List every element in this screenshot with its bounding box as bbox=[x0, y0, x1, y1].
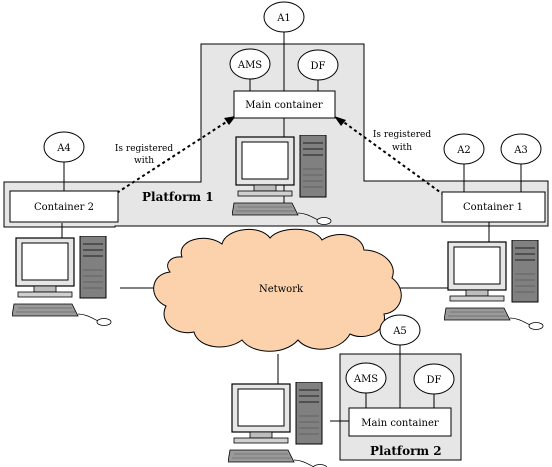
container-1: Container 1 bbox=[441, 191, 546, 223]
platform-1-area bbox=[3, 43, 549, 228]
main-container-top-label: Main container bbox=[245, 100, 323, 111]
agent-df-top-label: DF bbox=[311, 61, 326, 72]
registered-right-line1: Is registered bbox=[373, 130, 431, 140]
computer-bottom-host bbox=[228, 382, 328, 467]
agent-a5: A5 bbox=[379, 314, 421, 346]
network-cloud bbox=[153, 228, 402, 352]
container-2-label: Container 2 bbox=[34, 202, 94, 213]
agent-ams-bottom-label: AMS bbox=[353, 374, 378, 385]
container-2: Container 2 bbox=[9, 190, 119, 223]
agent-df-bottom: DF bbox=[413, 363, 455, 395]
agent-ams-top: AMS bbox=[229, 48, 271, 80]
registered-right-line2: with bbox=[392, 143, 412, 153]
agent-a3: A3 bbox=[500, 133, 542, 165]
registered-left-line1: Is registered bbox=[115, 144, 173, 154]
platform-1-label: Platform 1 bbox=[142, 190, 214, 204]
container-1-label: Container 1 bbox=[463, 202, 523, 213]
computer-right-host bbox=[444, 240, 544, 330]
main-container-bottom-label: Main container bbox=[361, 418, 439, 429]
agent-ams-bottom: AMS bbox=[345, 362, 387, 394]
agent-a1-label: A1 bbox=[276, 13, 291, 24]
main-container-top: Main container bbox=[233, 90, 336, 119]
agent-ams-top-label: AMS bbox=[237, 60, 262, 71]
agent-a1: A1 bbox=[263, 1, 305, 33]
main-container-bottom: Main container bbox=[348, 407, 452, 437]
computer-left-host bbox=[12, 236, 112, 326]
agent-a4: A4 bbox=[43, 131, 85, 163]
agent-a2: A2 bbox=[443, 133, 485, 165]
agent-df-bottom-label: DF bbox=[427, 375, 442, 386]
network-label: Network bbox=[259, 284, 304, 295]
agent-df-top: DF bbox=[297, 49, 339, 81]
registration-arrows bbox=[111, 116, 445, 197]
platform-2-label: Platform 2 bbox=[370, 444, 442, 458]
agent-a5-label: A5 bbox=[392, 326, 407, 337]
registered-left-line2: with bbox=[134, 156, 154, 166]
agent-a3-label: A3 bbox=[513, 145, 528, 156]
agent-a2-label: A2 bbox=[456, 145, 471, 156]
agent-a4-label: A4 bbox=[56, 143, 71, 154]
